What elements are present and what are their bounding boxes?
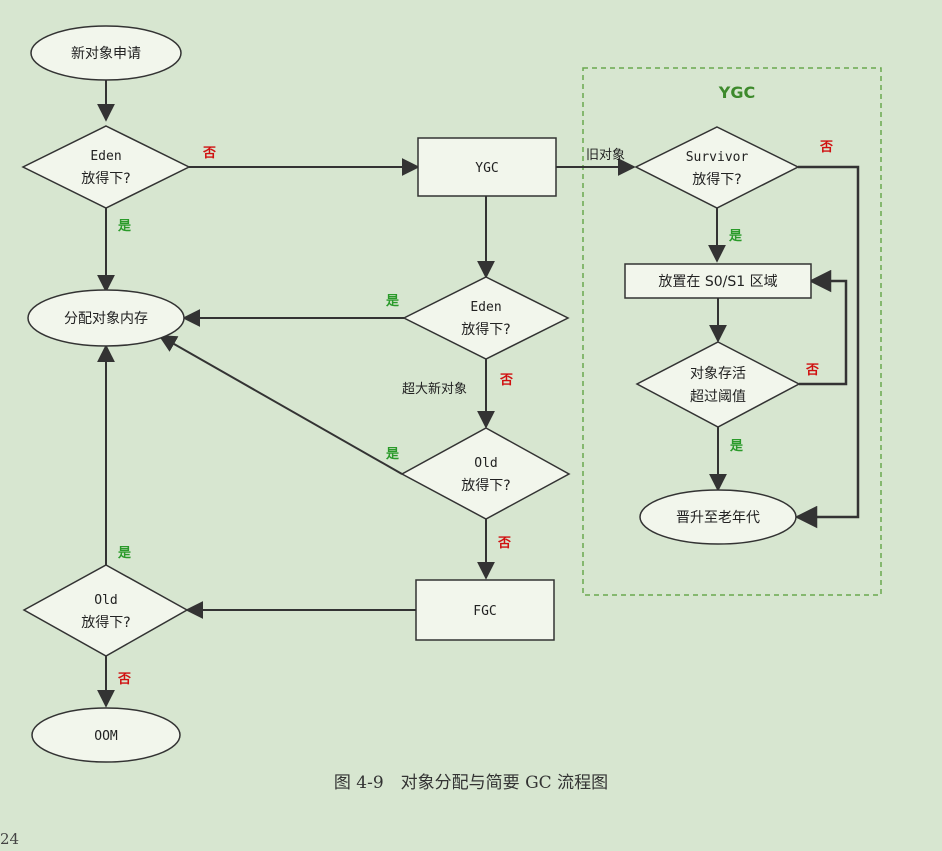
label-survive-yes: 是 bbox=[729, 439, 744, 454]
edge-survive-no-to-place bbox=[799, 269, 848, 386]
start-node-label: 新对象申请 bbox=[71, 46, 141, 62]
ygc-node-label: YGC bbox=[475, 161, 498, 176]
label-old-object: 旧对象 bbox=[586, 148, 625, 163]
label-eden2-no: 否 bbox=[499, 373, 513, 388]
survive-check bbox=[635, 341, 801, 428]
allocate-node-label: 分配对象内存 bbox=[64, 311, 148, 327]
ygc-region-title: YGC bbox=[718, 83, 755, 102]
ygc-region bbox=[582, 67, 882, 596]
label-survivor-yes: 是 bbox=[728, 229, 743, 244]
label-old1-yes: 是 bbox=[385, 447, 400, 462]
label-huge-object: 超大新对象 bbox=[402, 381, 467, 397]
place-s0s1-node bbox=[624, 263, 812, 299]
fgc-node-label: FGC bbox=[473, 604, 496, 619]
old-check-1 bbox=[400, 427, 571, 520]
survivor-check-line1: Survivor bbox=[686, 150, 749, 165]
eden-check-2-line1: Eden bbox=[470, 300, 501, 315]
survive-check-line1: 对象存活 bbox=[690, 366, 746, 382]
promote-node bbox=[639, 489, 797, 545]
old-check-1-line1: Old bbox=[474, 456, 497, 471]
start-node bbox=[30, 25, 182, 81]
eden-check-2 bbox=[402, 276, 570, 360]
survivor-check bbox=[634, 126, 800, 209]
eden-check-1-line2: 放得下? bbox=[81, 170, 130, 187]
fgc-node bbox=[415, 579, 555, 641]
ygc-node bbox=[417, 137, 557, 197]
label-eden2-yes: 是 bbox=[385, 294, 400, 309]
survive-check-line2: 超过阈值 bbox=[690, 389, 746, 405]
place-s0s1-label: 放置在 S0/S1 区域 bbox=[658, 274, 777, 290]
old-check-2 bbox=[22, 564, 189, 657]
label-survivor-no: 否 bbox=[819, 140, 833, 155]
label-old2-no: 否 bbox=[117, 672, 131, 687]
oom-node-label: OOM bbox=[94, 729, 118, 744]
eden-check-1 bbox=[21, 125, 191, 209]
page-number: 24 bbox=[0, 830, 20, 848]
label-survive-no: 否 bbox=[805, 363, 819, 378]
oom-node bbox=[31, 707, 181, 763]
eden-check-1-line1: Eden bbox=[90, 149, 121, 164]
old-check-1-line2: 放得下? bbox=[461, 477, 510, 494]
old-check-2-line1: Old bbox=[94, 593, 117, 608]
allocate-node bbox=[27, 289, 185, 347]
label-old2-yes: 是 bbox=[117, 546, 132, 561]
old-check-2-line2: 放得下? bbox=[81, 614, 130, 631]
label-eden1-yes: 是 bbox=[117, 219, 132, 234]
edge-old1-yes-to-allocate bbox=[158, 335, 403, 475]
figure-caption: 图 4-9 对象分配与简要 GC 流程图 bbox=[333, 773, 609, 793]
promote-node-label: 晋升至老年代 bbox=[676, 510, 760, 526]
label-eden1-no: 否 bbox=[202, 146, 216, 161]
eden-check-2-line2: 放得下? bbox=[461, 321, 510, 338]
survivor-check-line2: 放得下? bbox=[692, 171, 741, 188]
label-old1-no: 否 bbox=[497, 536, 511, 551]
edge-survivor-no-to-promote bbox=[794, 165, 860, 529]
